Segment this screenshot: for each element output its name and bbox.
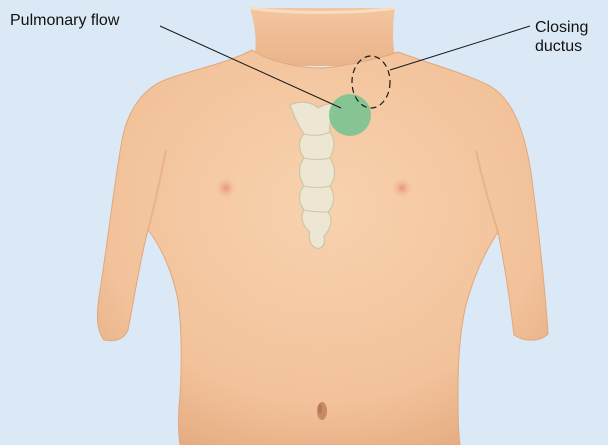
closing-ductus-label-line1: Closing xyxy=(535,18,588,37)
closing-ductus-label-line2: ductus xyxy=(535,37,588,56)
pulmonary-flow-marker xyxy=(329,94,371,136)
pulmonary-flow-label: Pulmonary flow xyxy=(10,11,119,30)
closing-ductus-label: Closing ductus xyxy=(535,18,588,56)
navel-highlight xyxy=(318,404,322,414)
right-nipple xyxy=(391,177,413,199)
left-nipple xyxy=(215,177,237,199)
